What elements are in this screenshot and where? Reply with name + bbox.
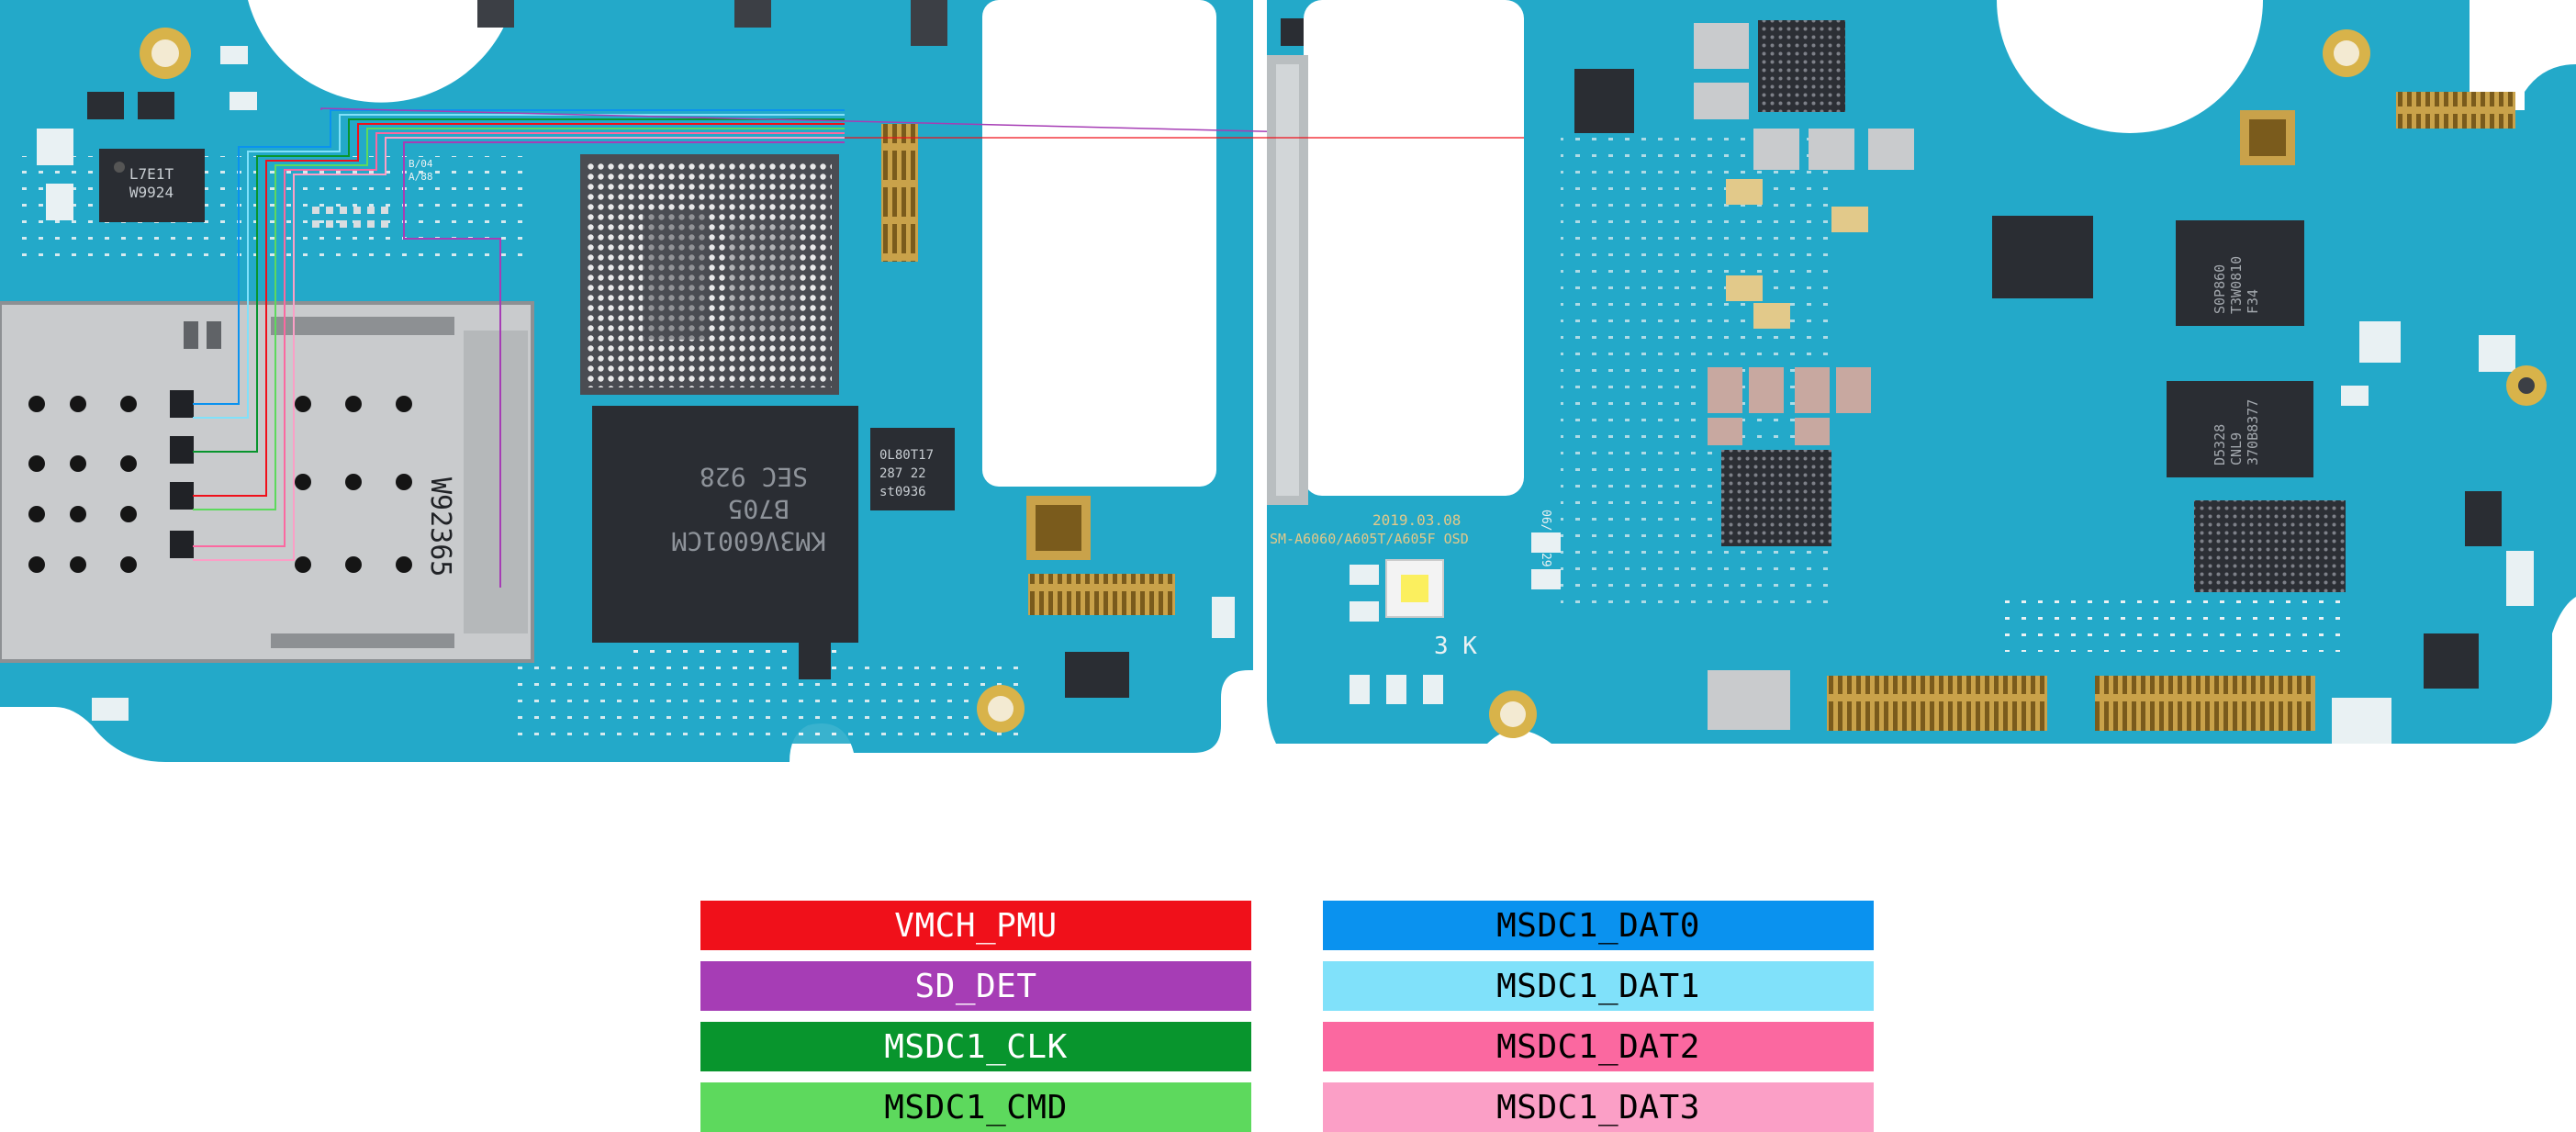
legend-label: VMCH_PMU xyxy=(894,906,1058,945)
legend-item-msdc1-dat1: MSDC1_DAT1 xyxy=(1323,961,1874,1011)
legend-item-vmch-pmu: VMCH_PMU xyxy=(700,901,1251,950)
cpu-mid-label: D5328CNL9370B8377 xyxy=(2212,399,2261,465)
legend-item-msdc1-dat2: MSDC1_DAT2 xyxy=(1323,1022,1874,1071)
memory-chip-label: KM3V6001CM B705 SEC 928 xyxy=(656,462,826,556)
legend-label: SD_DET xyxy=(914,967,1037,1005)
legend-item-msdc1-cmd: MSDC1_CMD xyxy=(700,1082,1251,1132)
right-pcb: S0P860T3W0810F34 D5328CNL9370B8377 2019.… xyxy=(845,0,2576,744)
soc-bga xyxy=(580,154,839,395)
memory-chip: KM3V6001CM B705 SEC 928 xyxy=(592,406,858,643)
model-label: SM-A6060/A605T/A605F OSD xyxy=(1270,531,1469,547)
legend-label: MSDC1_DAT1 xyxy=(1496,967,1700,1005)
legend-label: MSDC1_DAT3 xyxy=(1496,1088,1700,1126)
legend-item-msdc1-dat3: MSDC1_DAT3 xyxy=(1323,1082,1874,1132)
rev-mark: 3 K xyxy=(1434,633,1477,660)
legend-label: MSDC1_CLK xyxy=(884,1027,1068,1066)
legend-label: MSDC1_CMD xyxy=(884,1088,1068,1126)
date-stamp: 2019.03.08 xyxy=(1372,511,1461,529)
sim-tray-mark: W92365 xyxy=(424,477,456,577)
cpu-top-label: S0P860T3W0810F34 xyxy=(2212,256,2261,314)
legend-item-msdc1-dat0: MSDC1_DAT0 xyxy=(1323,901,1874,950)
legend-label: MSDC1_DAT2 xyxy=(1496,1027,1700,1066)
legend-item-sd-det: SD_DET xyxy=(700,961,1251,1011)
signal-traces xyxy=(193,107,1525,588)
legend-label: MSDC1_DAT0 xyxy=(1496,906,1700,945)
legend-item-msdc1-clk: MSDC1_CLK xyxy=(700,1022,1251,1071)
